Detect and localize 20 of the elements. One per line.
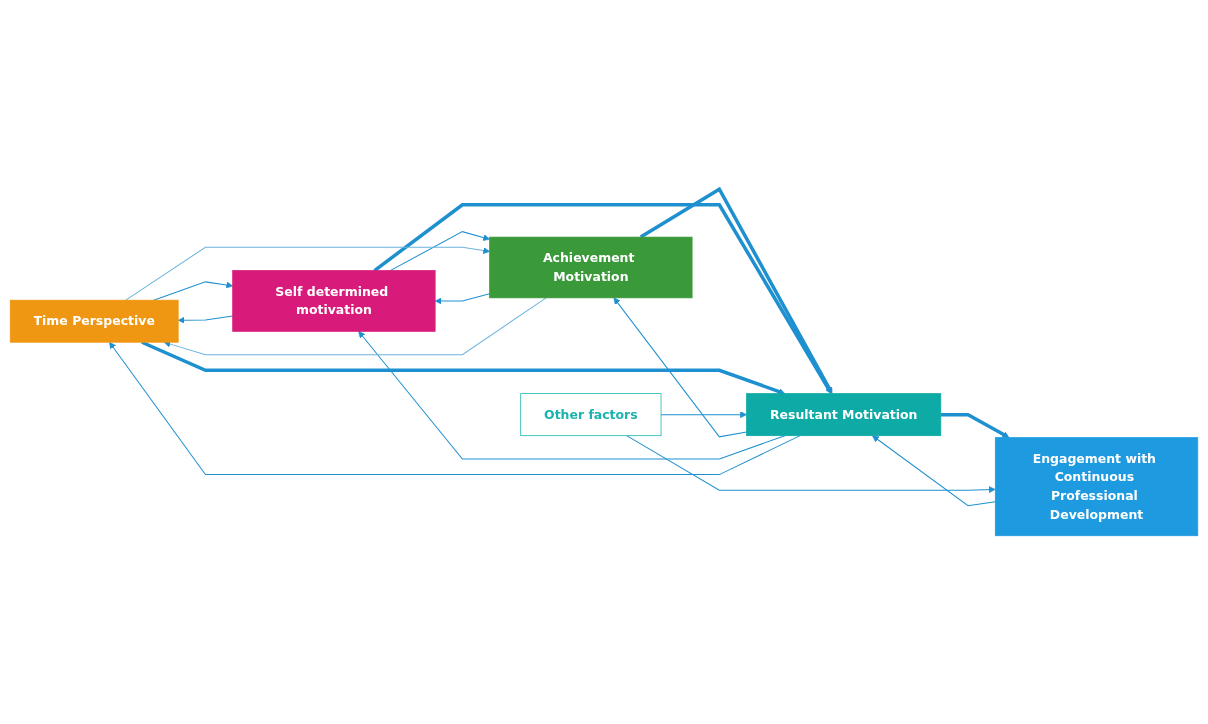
arrow <box>660 410 747 418</box>
arrow <box>389 230 490 271</box>
node-box: Self determined motivation <box>232 269 436 332</box>
arrow <box>125 246 490 301</box>
node-box: Time Perspective <box>9 299 179 343</box>
node-box: Engagement with Continuous Professional Development <box>994 436 1199 536</box>
arrow <box>872 434 996 506</box>
arrow <box>358 330 786 460</box>
arrow <box>940 412 1010 438</box>
node-box: Other factors <box>520 392 662 436</box>
arrow <box>163 296 547 355</box>
arrow <box>613 297 748 437</box>
arrow <box>434 292 491 304</box>
arrow <box>109 341 801 475</box>
node-box: Achievement Motivation <box>489 236 693 298</box>
arrow <box>373 202 832 394</box>
arrow <box>141 340 786 395</box>
node-box: Resultant Motivation <box>746 392 942 436</box>
arrow <box>177 315 234 324</box>
arrow <box>626 434 996 493</box>
